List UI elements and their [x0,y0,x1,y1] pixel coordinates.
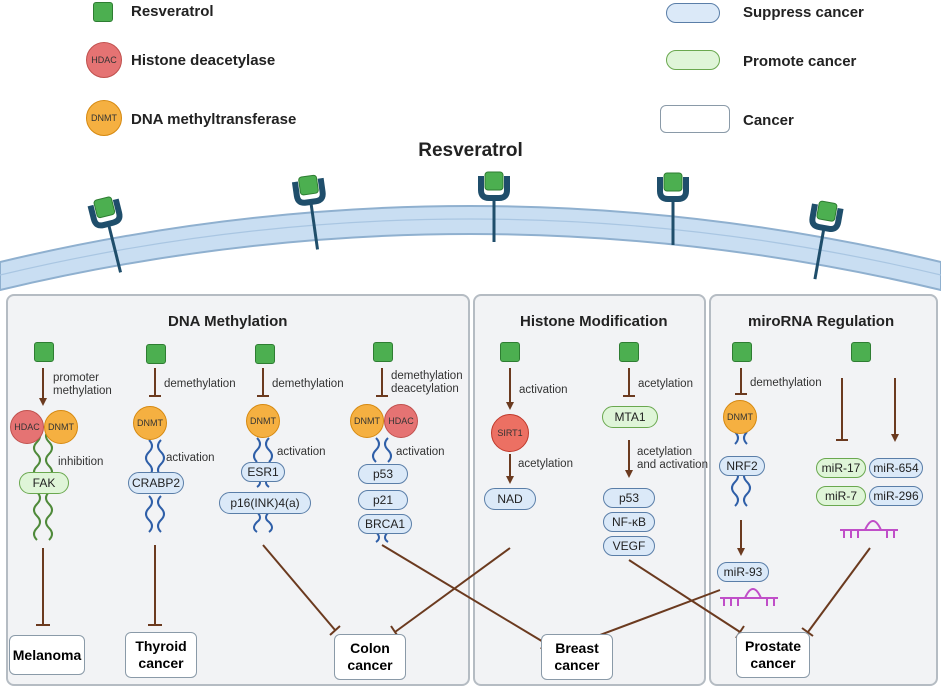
legend-dnmt: DNA methyltransferase [131,111,297,128]
label-activation: activation [519,384,568,396]
dnmt-enzyme: DNMT [246,404,280,438]
resveratrol-icon [255,344,275,364]
mirna-hairpin-2 [840,520,898,538]
label-acetylation: acetylation [638,378,693,390]
gene-esr1: ESR1 [241,462,285,482]
sirt1-enzyme: SIRT1 [491,414,529,452]
mirna-mir296: miR-296 [869,486,923,506]
dna-strand-esr1-top [253,437,273,463]
label-inhibition: inhibition [58,456,104,468]
inhibit-breast-1 [381,544,546,644]
legend-cancer: Cancer [743,112,794,129]
receptor-5 [809,200,844,280]
suppress-legend-icon [666,3,720,23]
dnmt-enzyme: DNMT [44,410,78,444]
receptor-4 [657,172,689,245]
promote-legend-icon [666,50,720,70]
hdac-enzyme: HDAC [10,410,44,444]
dna-strand-nrf2 [731,469,751,507]
mirna-regulation-title: miroRNA Regulation [748,313,895,330]
inhibit-colon-2 [394,547,511,633]
receptor-3 [478,171,510,242]
gene-p53: p53 [603,488,655,508]
gene-nrf2: NRF2 [719,456,765,476]
dna-strand-crabp2-top [145,439,165,477]
inhibit-prostate-2 [807,547,871,633]
mirna-mir654: miR-654 [869,458,923,478]
dnmt-enzyme: DNMT [133,406,167,440]
resveratrol-icon [500,342,520,362]
cancer-legend-icon [660,105,730,133]
dna-strand-fak-bottom [33,491,53,541]
label-acetylation-and-activation: acetylation and activation [637,446,708,471]
gene-brca1: BRCA1 [358,514,412,534]
dnmt-legend-icon: DNMT [86,100,122,136]
label-activation: activation [166,452,215,464]
gene-p21: p21 [358,490,408,510]
legend-promote: Promote cancer [743,53,857,70]
legend-suppress: Suppress cancer [743,4,864,21]
legend-hdac: Histone deacetylase [131,52,276,69]
label-demethylation: demethylation [164,378,236,390]
gene-crabp2: CRABP2 [128,472,184,494]
resveratrol-ligand [663,172,683,192]
label-acetylation: acetylation [518,458,573,470]
resveratrol-icon [732,342,752,362]
receptor-1 [87,196,123,273]
cancer-thyroid: Thyroid cancer [125,632,197,678]
cancer-prostate: Prostate cancer [736,632,810,678]
dnmt-enzyme: DNMT [350,404,384,438]
inhibit-prostate-1 [628,559,741,633]
mirna-hairpin-1 [720,588,778,606]
resveratrol-icon [851,342,871,362]
page-title: Resveratrol [418,140,523,161]
receptor-2 [291,174,326,250]
label-activation: activation [396,446,445,458]
dnmt-enzyme: DNMT [723,400,757,434]
dna-strand-p53-top [372,437,392,463]
dna-strand-crabp2-bottom [145,495,165,533]
resveratrol-icon [373,342,393,362]
resveratrol-icon [619,342,639,362]
cancer-melanoma: Melanoma [9,635,85,675]
gene-vegf: VEGF [603,536,655,556]
resveratrol-legend-icon [93,2,113,22]
gene-p16: p16(INK)4(a) [219,492,311,514]
mirna-mir7: miR-7 [816,486,866,506]
gene-p53: p53 [358,464,408,484]
cancer-colon: Colon cancer [334,634,406,680]
label-activation: activation [277,446,326,458]
mirna-mir93: miR-93 [717,562,769,582]
label-demethylation: demethylation [272,378,344,390]
mirna-mir17: miR-17 [816,458,866,478]
hdac-enzyme: HDAC [384,404,418,438]
gene-nad: NAD [484,488,536,510]
legend-resveratrol: Resveratrol [131,3,214,20]
resveratrol-ligand [816,200,838,222]
histone-modification-title: Histone Modification [520,313,668,330]
resveratrol-ligand [298,174,319,196]
label-demethylation-deacetylation: demethylation deacetylation [391,370,463,395]
inhibit-colon-1 [262,544,336,631]
label-demethylation: demethylation [750,377,822,389]
gene-nfkb: NF-κB [603,512,655,532]
resveratrol-icon [34,342,54,362]
resveratrol-ligand [484,171,504,191]
gene-fak: FAK [19,472,69,494]
hdac-legend-icon: HDAC [86,42,122,78]
gene-mta1: MTA1 [602,406,658,428]
membrane-midline [0,218,941,276]
label-promoter-methylation: promoter methylation [53,372,112,397]
dna-methylation-title: DNA Methylation [168,313,288,330]
resveratrol-ligand [93,196,116,219]
resveratrol-icon [146,344,166,364]
cancer-breast: Breast cancer [541,634,613,680]
